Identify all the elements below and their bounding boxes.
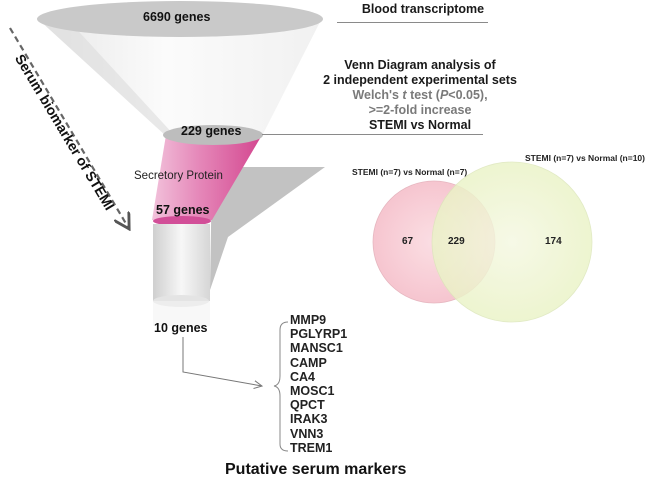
welch-t: t bbox=[402, 88, 407, 102]
gene-item: MANSC1 bbox=[290, 341, 343, 356]
comparison-label: STEMI vs Normal bbox=[368, 118, 472, 132]
venn-set-b-label: STEMI (n=7) vs Normal (n=10) bbox=[525, 153, 645, 163]
venn-set-a-label: STEMI (n=7) vs Normal (n=7) bbox=[352, 167, 468, 177]
gene-item: MMP9 bbox=[290, 313, 327, 327]
funnel-tube bbox=[153, 224, 210, 301]
venn-analysis-title: Venn Diagram analysis of 2 independent e… bbox=[320, 58, 520, 133]
funnel-body bbox=[37, 18, 322, 136]
funnel-mid-label: 229 genes bbox=[181, 124, 242, 138]
funnel-bottom-label: 57 genes bbox=[156, 203, 210, 217]
welch-test-label: Welch's t test (P<0.05), bbox=[320, 88, 520, 103]
pink-bottom-rim bbox=[153, 216, 211, 226]
gene-item: TREM1 bbox=[290, 440, 333, 455]
comparison-divider bbox=[262, 134, 483, 135]
putative-marker-gene-list: MMP9 PGLYRP1 MANSC1 CAMP CA4 MOSC1 QPCT … bbox=[290, 313, 347, 455]
gene-item: QPCT bbox=[290, 398, 325, 413]
gene-item: CAMP bbox=[290, 355, 327, 370]
venn-intersection-count: 229 bbox=[448, 236, 465, 247]
funnel-top-rim bbox=[37, 1, 323, 37]
funnel-shadow bbox=[210, 167, 325, 290]
fold-increase-label: >=2-fold increase bbox=[368, 103, 472, 117]
venn-title-line1: Venn Diagram analysis of bbox=[344, 58, 496, 72]
gene-item: IRAK3 bbox=[290, 412, 328, 427]
putative-markers-title: Putative serum markers bbox=[225, 461, 407, 478]
gene-list-bracket bbox=[273, 321, 289, 452]
output-genes-label: 10 genes bbox=[154, 321, 208, 335]
funnel-body-shade bbox=[37, 18, 175, 136]
gene-item: MOSC1 bbox=[290, 384, 335, 399]
venn-only-b-count: 174 bbox=[545, 236, 562, 247]
blood-transcriptome-label: Blood transcriptome bbox=[361, 2, 485, 16]
welch-mid: test ( bbox=[406, 88, 440, 102]
gene-item: VNN3 bbox=[290, 426, 324, 441]
venn-title-line2: 2 independent experimental sets bbox=[323, 73, 517, 87]
secretory-protein-cone bbox=[152, 135, 262, 220]
secretory-protein-label: Secretory Protein bbox=[134, 170, 223, 182]
mid-rim bbox=[163, 125, 263, 145]
funnel-top-label: 6690 genes bbox=[143, 10, 211, 24]
side-dashed-arrow[interactable] bbox=[9, 27, 128, 227]
venn-only-a-count: 67 bbox=[402, 236, 414, 247]
welch-prefix: Welch's bbox=[352, 88, 403, 102]
tube-fade bbox=[153, 301, 210, 326]
gene-item: CA4 bbox=[290, 369, 316, 384]
gene-item: PGLYRP1 bbox=[290, 327, 348, 342]
welch-suffix: <0.05), bbox=[448, 88, 488, 102]
genes-connector-arrow bbox=[182, 337, 262, 386]
welch-p: P bbox=[439, 88, 449, 102]
blood-transcriptome-divider bbox=[337, 22, 488, 23]
venn-set-b bbox=[431, 161, 593, 323]
